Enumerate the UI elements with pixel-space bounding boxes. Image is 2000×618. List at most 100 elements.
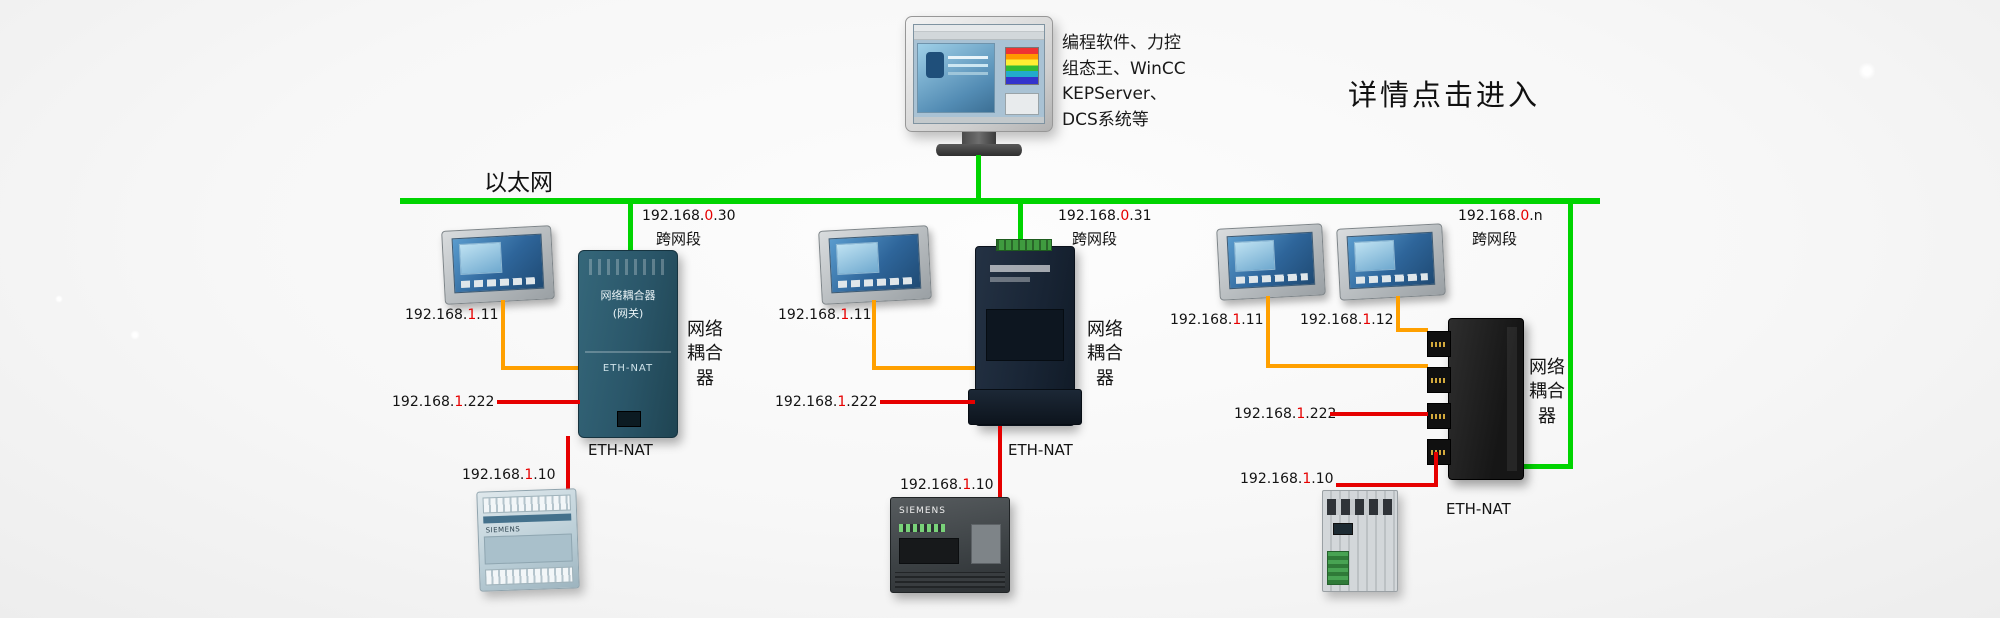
ip-part-highlight: 1 <box>1302 471 1312 487</box>
group3-ethernet-drop-horizontal <box>1524 464 1573 469</box>
siemens-brand-text: SIEMENS <box>485 525 521 535</box>
group3-nat-ip: 192.168.1.222 <box>1234 406 1336 422</box>
ip-part-highlight: 1 <box>467 307 477 323</box>
coupler-eth-nat-print: ETH-NAT <box>602 363 654 374</box>
green-terminal-block <box>1327 551 1349 585</box>
ethernet-port <box>617 411 641 427</box>
ip-part-highlight: 0 <box>1120 208 1130 224</box>
ip-part: .10 <box>1311 471 1334 487</box>
group2-plc-wire-vertical <box>998 426 1002 497</box>
ip-part: .222 <box>463 394 495 410</box>
group1-hmi-wire-vertical <box>501 300 505 370</box>
siemens-brand-text: SIEMENS <box>899 506 946 516</box>
ip-part-highlight: 1 <box>1232 312 1242 328</box>
group2-hmi-wire-vertical <box>872 300 876 370</box>
ip-part-highlight: 1 <box>840 307 850 323</box>
group1-nat-wire-horizontal <box>497 400 580 404</box>
ethernet-bus-line <box>400 198 1600 204</box>
ip-part: .222 <box>1305 406 1337 422</box>
group3-network-coupler-device <box>1427 318 1524 480</box>
group3-coupler-label: 网络耦合器 <box>1529 357 1565 427</box>
group2-eth-nat-label: ETH-NAT <box>1008 441 1073 459</box>
monitor-stand-neck <box>962 132 996 145</box>
group1-coupler-label: 网络耦合器 <box>687 319 723 389</box>
ip-part: .222 <box>846 394 878 410</box>
ip-part: 192.168. <box>1058 208 1121 224</box>
ip-part: .12 <box>1371 312 1394 328</box>
group3-plc-device <box>1322 490 1398 592</box>
group1-plc-wire-vertical <box>566 436 570 492</box>
group3-hmi1-wire-vertical <box>1266 296 1270 368</box>
hmi-screen <box>1226 231 1316 290</box>
group1-network-coupler-device: 网络耦合器 (网关) ETH-NAT <box>578 250 678 438</box>
rj45-port-2 <box>1427 367 1451 393</box>
ip-part: .11 <box>849 307 872 323</box>
group2-ethernet-drop-line <box>1018 202 1023 248</box>
ip-part: 192.168. <box>900 477 963 493</box>
ip-part: 192.168. <box>778 307 841 323</box>
group3-hmi-panel-2 <box>1336 223 1446 301</box>
group1-hmi-ip: 192.168.1.11 <box>405 307 499 323</box>
ip-part: 192.168. <box>775 394 838 410</box>
plc-front-panel <box>899 538 959 564</box>
ip-part: 192.168. <box>1300 312 1363 328</box>
software-note-line: KEPServer、 <box>1062 84 1167 104</box>
group3-eth-nat-label: ETH-NAT <box>1446 500 1511 518</box>
ip-part-highlight: 0 <box>704 208 714 224</box>
monitor-ethernet-drop-line <box>976 155 981 200</box>
coupler-print-line: (网关) <box>612 306 644 320</box>
group2-hmi-ip: 192.168.1.11 <box>778 307 872 323</box>
group2-hmi-panel <box>818 225 932 305</box>
group1-cross-ip: 192.168.0.30 <box>642 208 736 224</box>
terminal-strip <box>482 494 571 514</box>
group2-nat-ip: 192.168.1.222 <box>775 394 877 410</box>
ip-part: 192.168. <box>1170 312 1233 328</box>
monitor-stand-base <box>936 144 1022 156</box>
details-link[interactable]: 详情点击进入 <box>1348 78 1541 112</box>
ip-part-highlight: 1 <box>1362 312 1372 328</box>
rj45-port-4 <box>1427 439 1451 465</box>
group3-plc-wire-horizontal <box>1336 483 1438 487</box>
group1-nat-ip: 192.168.1.222 <box>392 394 494 410</box>
group2-cross-text: 跨网段 <box>1072 230 1118 248</box>
group1-plc-ip: 192.168.1.10 <box>462 467 556 483</box>
group3-ethernet-drop-line <box>1568 202 1573 468</box>
color-palette-graphic <box>1005 47 1039 85</box>
sparkle-decoration <box>130 330 140 340</box>
rj45-port-1 <box>1427 331 1451 357</box>
group1-hmi-panel <box>441 225 555 305</box>
plc-display <box>1333 523 1353 535</box>
hmi-screen <box>1346 231 1436 290</box>
sparkle-decoration <box>55 295 63 303</box>
coupler-base-block <box>968 389 1082 425</box>
pc-monitor <box>905 16 1053 132</box>
group2-cross-ip: 192.168.0.31 <box>1058 208 1152 224</box>
group3-cross-segment-label: 192.168.0.n 跨网段 <box>1458 208 1543 249</box>
group1-cross-segment-label: 192.168.0.30 跨网段 <box>642 208 736 249</box>
plc-side-label <box>971 524 1001 564</box>
ip-part: .11 <box>1241 312 1264 328</box>
ip-part: .31 <box>1129 208 1152 224</box>
ip-part: 192.168. <box>642 208 705 224</box>
group2-cross-segment-label: 192.168.0.31 跨网段 <box>1058 208 1152 249</box>
vent-grill <box>589 259 667 275</box>
coupler-print-line: 网络耦合器 <box>600 289 656 302</box>
ip-part: .11 <box>476 307 499 323</box>
vent-grill <box>895 572 1005 588</box>
group3-hmi2-wire-vertical <box>1396 296 1400 332</box>
software-note-line: 组态王、WinCC <box>1062 58 1186 79</box>
ip-part: .10 <box>533 467 556 483</box>
led-row <box>899 524 945 532</box>
group3-plc-ip: 192.168.1.10 <box>1240 471 1334 487</box>
ip-part: 192.168. <box>462 467 525 483</box>
coupler-front-panel <box>1507 327 1517 471</box>
ip-part: 192.168. <box>392 394 455 410</box>
group1-hmi-wire-horizontal <box>501 366 580 370</box>
sparkle-decoration <box>1858 62 1876 80</box>
software-note-line: DCS系统等 <box>1062 109 1149 130</box>
scada-menubar <box>914 25 1044 32</box>
green-terminal-connector <box>996 239 1052 251</box>
scada-subwindow <box>1005 93 1039 115</box>
software-note: 编程软件、力控 组态王、WinCC KEPServer、 DCS系统等 <box>1062 31 1186 133</box>
module-slot-row <box>1327 499 1393 515</box>
